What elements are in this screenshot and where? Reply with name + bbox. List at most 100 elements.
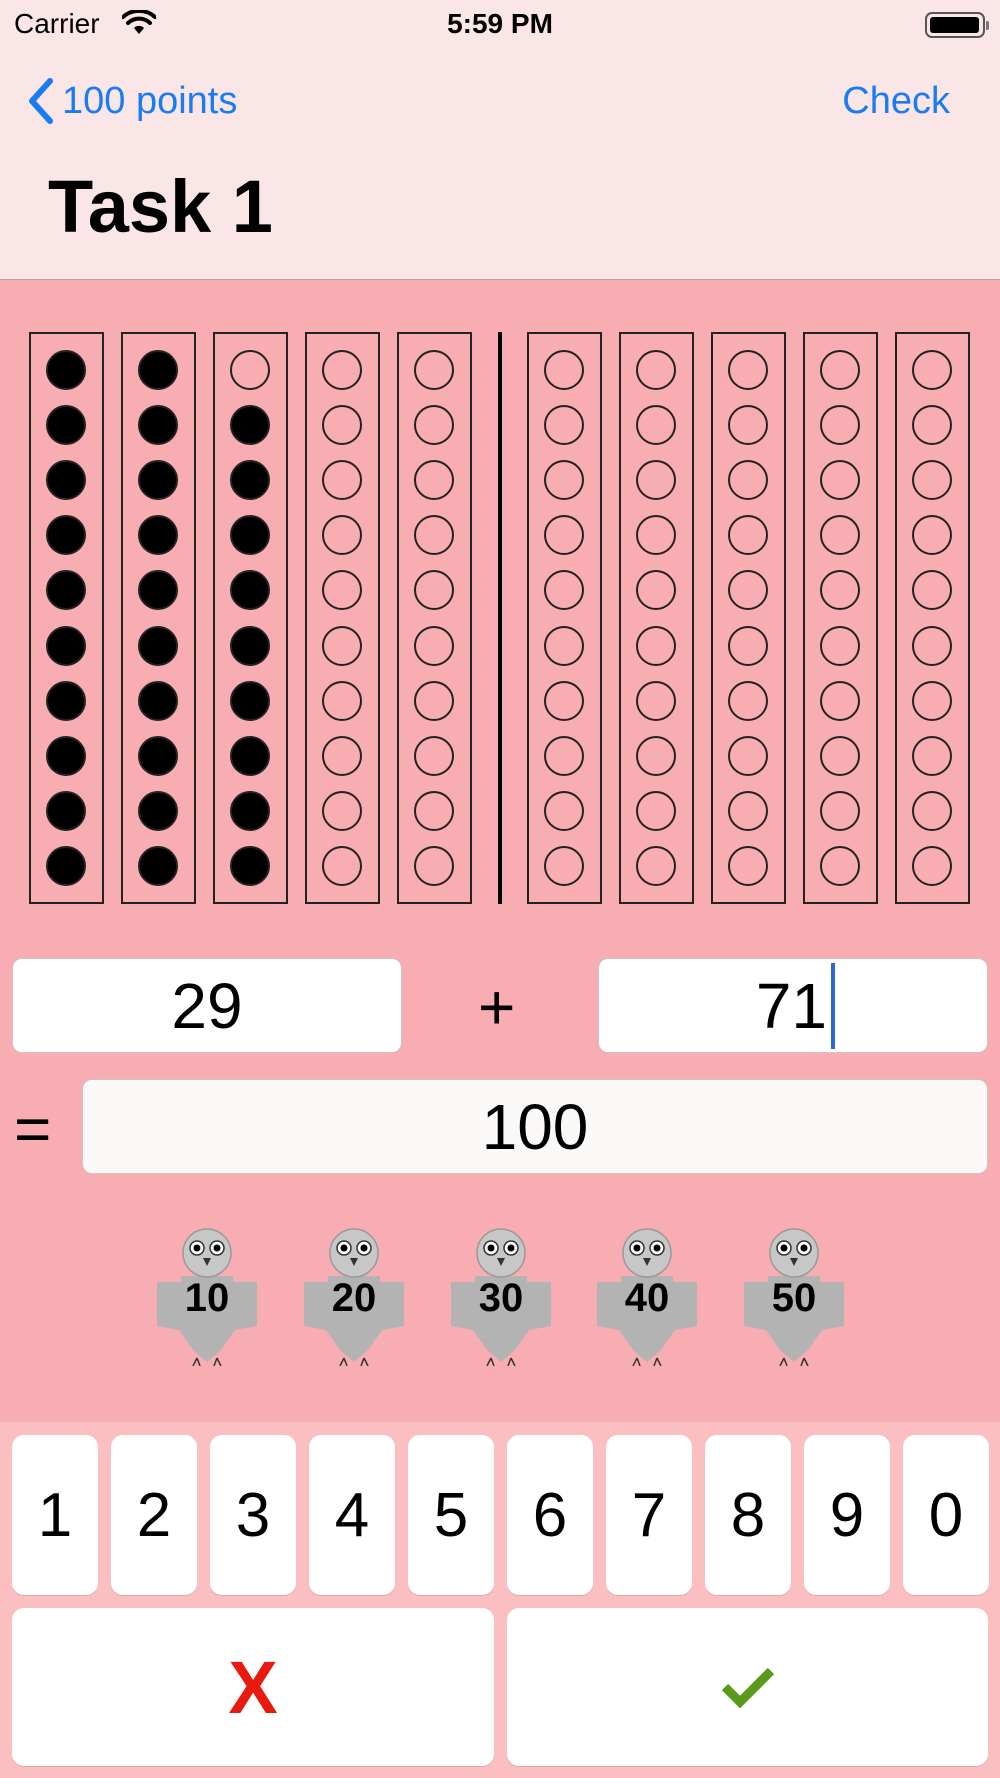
owl-badge[interactable]: 30 [445, 1226, 557, 1367]
battery-icon [925, 12, 989, 38]
bead-empty [636, 626, 676, 666]
bead-empty [728, 515, 768, 555]
bead-empty [728, 736, 768, 776]
bead-column-left-1[interactable] [29, 332, 104, 904]
bead-filled [230, 846, 270, 886]
bead-column-right-4[interactable] [803, 332, 878, 904]
result-field[interactable]: 100 [82, 1079, 988, 1174]
owl-icon [157, 1228, 257, 1367]
check-button[interactable]: Check [842, 79, 950, 122]
bead-empty [322, 681, 362, 721]
bead-column-left-4[interactable] [305, 332, 380, 904]
owl-badge[interactable]: 50 [738, 1226, 850, 1367]
digit-key-9[interactable]: 9 [804, 1435, 890, 1595]
digit-key-0[interactable]: 0 [903, 1435, 989, 1595]
bead-empty [544, 846, 584, 886]
bead-filled [138, 626, 178, 666]
operand-a-value: 29 [171, 969, 243, 1042]
bead-empty [636, 791, 676, 831]
bead-filled [46, 736, 86, 776]
back-button[interactable]: 100 points [28, 76, 237, 126]
owl-icon [451, 1228, 551, 1367]
bead-empty [912, 405, 952, 445]
operand-a-field[interactable]: 29 [12, 958, 402, 1053]
owl-label: 50 [771, 1276, 817, 1320]
bead-empty [912, 515, 952, 555]
bead-empty [912, 350, 952, 390]
bead-empty [414, 736, 454, 776]
owl-badge[interactable]: 40 [591, 1226, 703, 1367]
bead-filled [46, 350, 86, 390]
bead-column-left-3[interactable] [213, 332, 288, 904]
bead-empty [322, 736, 362, 776]
bead-empty [728, 626, 768, 666]
bead-filled [46, 626, 86, 666]
owl-icon [597, 1228, 697, 1367]
owl-label: 40 [624, 1276, 670, 1320]
bead-filled [230, 405, 270, 445]
owl-badge[interactable]: 20 [298, 1226, 410, 1367]
bead-empty [414, 846, 454, 886]
owl-icon [744, 1228, 844, 1367]
bead-empty [544, 736, 584, 776]
bead-empty [636, 460, 676, 500]
bead-empty [322, 626, 362, 666]
bead-empty [230, 350, 270, 390]
bead-empty [636, 570, 676, 610]
digit-key-2[interactable]: 2 [111, 1435, 197, 1595]
bead-column-right-2[interactable] [619, 332, 694, 904]
bead-empty [414, 460, 454, 500]
confirm-button[interactable] [507, 1608, 988, 1766]
bead-frame [0, 330, 1000, 905]
back-button-label: 100 points [62, 79, 238, 122]
bead-column-right-3[interactable] [711, 332, 786, 904]
bead-empty [544, 460, 584, 500]
bead-column-right-5[interactable] [895, 332, 970, 904]
bead-empty [912, 791, 952, 831]
chevron-left-icon [29, 78, 53, 124]
digit-key-8[interactable]: 8 [705, 1435, 791, 1595]
bead-empty [544, 570, 584, 610]
delete-button[interactable]: X [12, 1608, 494, 1766]
bead-empty [728, 681, 768, 721]
bead-column-left-2[interactable] [121, 332, 196, 904]
frame-divider [498, 332, 502, 904]
digit-key-5[interactable]: 5 [408, 1435, 494, 1595]
bead-empty [636, 681, 676, 721]
bead-empty [820, 460, 860, 500]
bead-empty [728, 460, 768, 500]
digit-key-6[interactable]: 6 [507, 1435, 593, 1595]
bead-empty [912, 460, 952, 500]
bead-empty [414, 350, 454, 390]
bead-empty [322, 791, 362, 831]
digit-key-4[interactable]: 4 [309, 1435, 395, 1595]
bead-empty [912, 846, 952, 886]
digit-key-3[interactable]: 3 [210, 1435, 296, 1595]
digit-key-1[interactable]: 1 [12, 1435, 98, 1595]
bead-empty [728, 405, 768, 445]
bead-empty [912, 736, 952, 776]
bead-filled [46, 681, 86, 721]
digit-key-7[interactable]: 7 [606, 1435, 692, 1595]
bead-empty [636, 350, 676, 390]
bead-empty [820, 405, 860, 445]
bead-empty [544, 405, 584, 445]
bead-empty [322, 405, 362, 445]
bead-empty [820, 736, 860, 776]
bead-column-left-5[interactable] [397, 332, 472, 904]
text-caret [831, 962, 835, 1049]
owl-badge[interactable]: 10 [151, 1226, 263, 1367]
page-title: Task 1 [48, 165, 273, 248]
bead-empty [322, 846, 362, 886]
bead-filled [46, 846, 86, 886]
bead-column-right-1[interactable] [527, 332, 602, 904]
bead-filled [230, 791, 270, 831]
operand-b-field[interactable]: 71 [598, 958, 988, 1053]
owl-label: 30 [478, 1276, 524, 1320]
bead-filled [138, 405, 178, 445]
bead-filled [138, 736, 178, 776]
bead-filled [138, 681, 178, 721]
bead-filled [138, 570, 178, 610]
bead-empty [820, 626, 860, 666]
bead-filled [138, 460, 178, 500]
